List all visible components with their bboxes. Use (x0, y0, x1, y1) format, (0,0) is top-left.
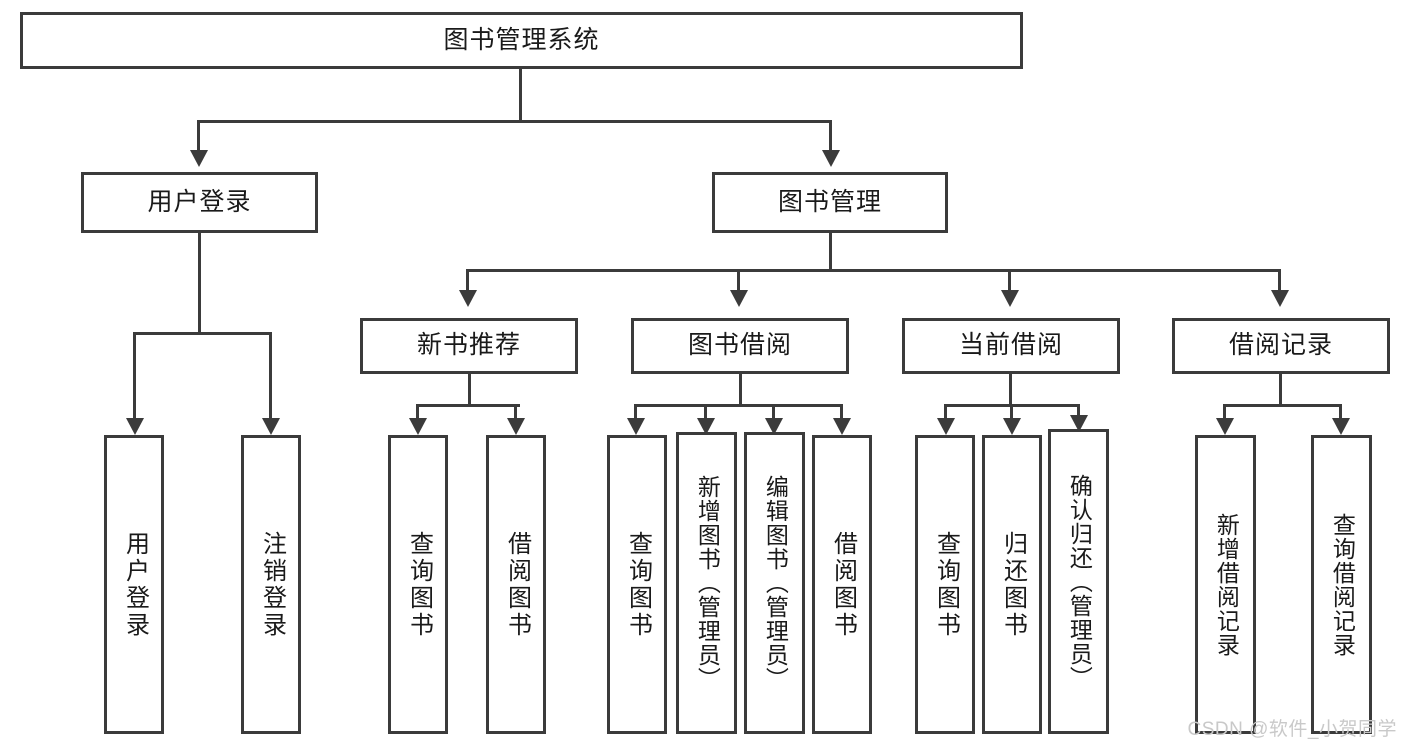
leaf-bookborrow-query-book[interactable]: 查询图书 (607, 435, 667, 734)
connector-newbook-stem (468, 374, 471, 406)
connector-borrowrecord-drop-1 (1223, 404, 1226, 419)
leaf-borrowrecord-add-record[interactable]: 新增借阅记录 (1195, 435, 1256, 734)
node-current-borrow[interactable]: 当前借阅 (902, 318, 1120, 374)
connector-currentborrow-drop-3 (1077, 404, 1080, 419)
leaf-bookborrow-edit-book-admin[interactable]: 编辑图书（管理员） (744, 432, 805, 734)
arrow-bookborrow-leaf-2 (697, 418, 715, 435)
connector-currentborrow-stem (1009, 374, 1012, 406)
leaf-user-login[interactable]: 用户登录 (104, 435, 164, 734)
arrow-root-to-login (190, 150, 208, 167)
connector-login-drop-1 (133, 332, 136, 419)
arrow-bookmgmt-child-4 (1271, 290, 1289, 307)
node-borrow-record[interactable]: 借阅记录 (1172, 318, 1390, 374)
leaf-bookborrow-borrow-book[interactable]: 借阅图书 (812, 435, 872, 734)
node-label: 借阅记录 (1228, 331, 1333, 360)
connector-bookborrow-stem (739, 374, 742, 406)
arrow-login-leaf-1 (126, 418, 144, 435)
node-label: 确认归还（管理员） (1066, 473, 1093, 690)
arrow-currentborrow-leaf-3 (1070, 415, 1088, 432)
csdn-watermark: CSDN @软件_小贺同学 (1187, 719, 1397, 740)
arrow-currentborrow-leaf-1 (937, 418, 955, 435)
connector-newbook-bar (416, 404, 520, 407)
connector-login-stem (198, 233, 201, 334)
connector-root-bar (197, 120, 832, 123)
node-book-borrow[interactable]: 图书借阅 (631, 318, 849, 374)
arrow-borrowrecord-leaf-1 (1216, 418, 1234, 435)
arrow-bookmgmt-child-1 (459, 290, 477, 307)
connector-bookmgmt-bar (466, 269, 1280, 272)
arrow-bookborrow-leaf-1 (627, 418, 645, 435)
node-label: 新增图书（管理员） (694, 475, 721, 691)
node-label: 当前借阅 (958, 331, 1063, 360)
connector-bookmgmt-drop-1 (466, 269, 469, 291)
leaf-currentborrow-confirm-return-admin[interactable]: 确认归还（管理员） (1048, 429, 1109, 734)
node-label: 归还图书 (999, 530, 1027, 639)
connector-newbook-drop-2 (514, 404, 517, 419)
connector-bookmgmt-drop-4 (1278, 269, 1281, 291)
node-label: 图书管理 (777, 187, 882, 216)
connector-bookmgmt-drop-2 (737, 269, 740, 291)
connector-bookmgmt-drop-3 (1008, 269, 1011, 291)
connector-login-bar (133, 332, 272, 335)
node-label: 图书管理系统 (443, 25, 600, 54)
node-label: 查询图书 (405, 530, 433, 639)
arrow-bookmgmt-child-3 (1001, 290, 1019, 307)
connector-currentborrow-drop-1 (944, 404, 947, 419)
node-user-login[interactable]: 用户登录 (81, 172, 318, 233)
connector-root-stem (519, 69, 522, 121)
connector-bookborrow-drop-1 (634, 404, 637, 419)
arrow-bookborrow-leaf-3 (765, 418, 783, 435)
leaf-bookborrow-add-book-admin[interactable]: 新增图书（管理员） (676, 432, 737, 734)
connector-root-to-bookmgmt (829, 120, 832, 150)
leaf-logout[interactable]: 注销登录 (241, 435, 301, 734)
node-label: 查询借阅记录 (1329, 512, 1356, 657)
leaf-currentborrow-return-book[interactable]: 归还图书 (982, 435, 1042, 734)
connector-root-to-login (197, 120, 200, 150)
arrow-root-to-bookmgmt (822, 150, 840, 167)
node-label: 借阅图书 (503, 530, 531, 639)
node-label: 编辑图书（管理员） (762, 475, 789, 691)
node-label: 新增借阅记录 (1213, 512, 1240, 657)
connector-bookborrow-drop-4 (840, 404, 843, 419)
node-root-system[interactable]: 图书管理系统 (20, 12, 1023, 69)
connector-login-drop-2 (269, 332, 272, 419)
leaf-newbook-query-book[interactable]: 查询图书 (388, 435, 448, 734)
node-label: 新书推荐 (416, 331, 521, 360)
arrow-newbook-leaf-2 (507, 418, 525, 435)
node-label: 用户登录 (121, 530, 149, 639)
connector-bookmgmt-stem (829, 233, 832, 271)
connector-borrowrecord-drop-2 (1339, 404, 1342, 419)
connector-borrowrecord-stem (1279, 374, 1282, 406)
arrow-currentborrow-leaf-2 (1003, 418, 1021, 435)
node-label: 用户登录 (147, 187, 252, 216)
node-label: 图书借阅 (687, 331, 792, 360)
arrow-bookmgmt-child-2 (730, 290, 748, 307)
node-label: 查询图书 (624, 530, 652, 639)
connector-bookborrow-drop-3 (772, 404, 775, 419)
leaf-newbook-borrow-book[interactable]: 借阅图书 (486, 435, 546, 734)
connector-borrowrecord-bar (1223, 404, 1342, 407)
connector-bookborrow-bar (634, 404, 842, 407)
connector-newbook-drop-1 (416, 404, 419, 419)
node-label: 借阅图书 (829, 530, 857, 639)
node-label: 查询图书 (932, 530, 960, 639)
connector-bookborrow-drop-2 (704, 404, 707, 419)
node-book-management[interactable]: 图书管理 (712, 172, 948, 233)
leaf-borrowrecord-query-record[interactable]: 查询借阅记录 (1311, 435, 1372, 734)
leaf-currentborrow-query-book[interactable]: 查询图书 (915, 435, 975, 734)
node-new-book-recommend[interactable]: 新书推荐 (360, 318, 578, 374)
node-label: 注销登录 (258, 530, 286, 639)
arrow-newbook-leaf-1 (409, 418, 427, 435)
arrow-borrowrecord-leaf-2 (1332, 418, 1350, 435)
arrow-login-leaf-2 (262, 418, 280, 435)
arrow-bookborrow-leaf-4 (833, 418, 851, 435)
connector-currentborrow-drop-2 (1010, 404, 1013, 419)
